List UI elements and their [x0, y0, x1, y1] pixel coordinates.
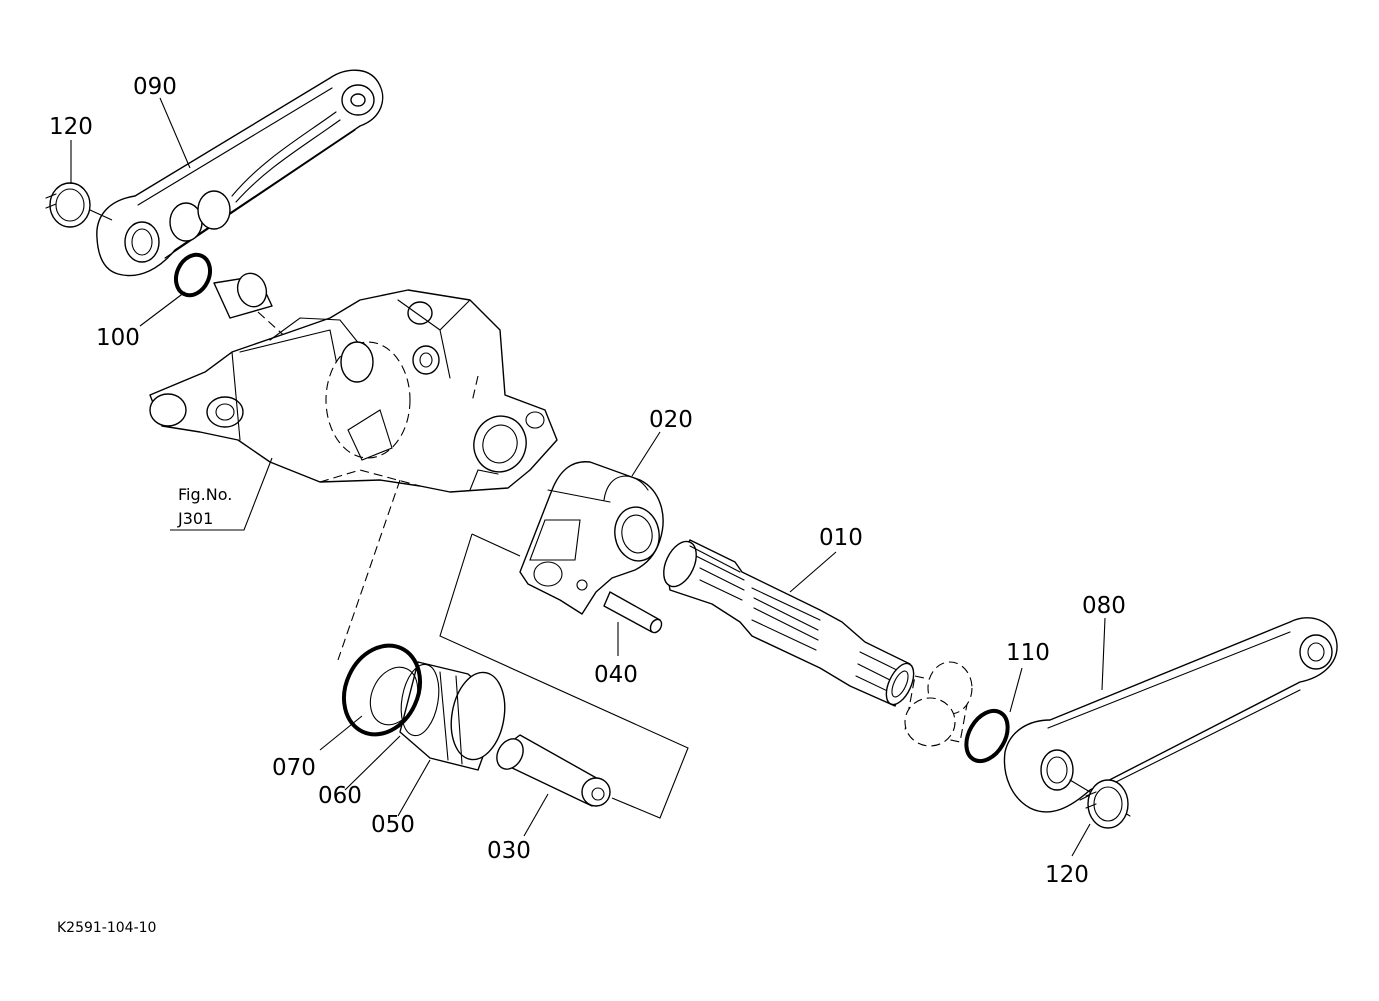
snap-ring-120-top[interactable]	[45, 182, 113, 228]
o-ring-070[interactable]	[330, 633, 434, 747]
spring-pin-040[interactable]	[603, 591, 664, 635]
lift-arm-090[interactable]	[96, 69, 384, 277]
callout-030: 030	[487, 838, 531, 864]
callout-100: 100	[96, 325, 140, 351]
callout-110: 110	[1006, 640, 1050, 666]
leader-lines	[70, 97, 1106, 857]
figure-ref-label: Fig.No.	[178, 485, 232, 504]
callout-050: 050	[371, 812, 415, 838]
o-ring-100[interactable]	[170, 249, 217, 301]
figure-ref-number[interactable]: J301	[177, 509, 213, 528]
drawing-code: K2591-104-10	[57, 920, 156, 936]
hydraulic-housing-j301	[149, 289, 558, 661]
callout-020: 020	[649, 407, 693, 433]
lift-shaft-010[interactable]	[657, 536, 919, 708]
callout-070: 070	[272, 755, 316, 781]
snap-ring-120-bottom[interactable]	[1085, 779, 1129, 829]
bushing-right	[904, 661, 973, 747]
callout-090: 090	[133, 74, 177, 100]
callout-060: 060	[318, 783, 362, 809]
bushing-left	[213, 272, 301, 351]
piston-050[interactable]	[396, 661, 511, 771]
lift-arm-020[interactable]	[471, 461, 664, 615]
piston-pin-030[interactable]	[492, 734, 611, 807]
callout-080: 080	[1082, 593, 1126, 619]
piston-group-bracket	[439, 533, 689, 819]
callout-010: 010	[819, 525, 863, 551]
callout-040: 040	[594, 662, 638, 688]
o-ring-110[interactable]	[958, 704, 1016, 769]
lift-arm-080[interactable]	[1003, 617, 1338, 817]
callout-120-bottom: 120	[1045, 862, 1089, 888]
callout-120-top: 120	[49, 114, 93, 140]
